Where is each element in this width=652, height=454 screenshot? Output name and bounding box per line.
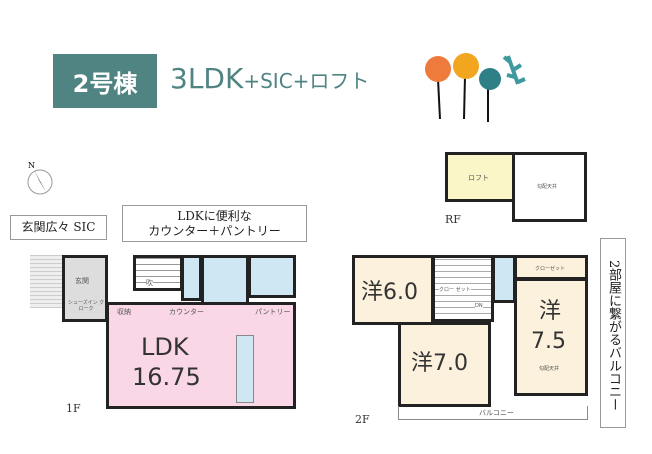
bathroom [248, 255, 296, 298]
closet-label: クローゼット [535, 266, 566, 272]
callout-sic: 玄関広々 SIC [10, 215, 107, 240]
room2-label-b: 7.5 [531, 329, 566, 354]
balcony-label: バルコニー [479, 409, 514, 417]
callout-ldk-line2: カウンター＋パントリー [148, 224, 281, 238]
floor-rf-label: RF [445, 213, 461, 226]
room-western-7-5: 洋 7.5 勾配天井 [514, 278, 588, 396]
room-loft: ロフト [445, 152, 515, 202]
sloped-ceiling-rf: 勾配天井 [512, 152, 587, 222]
flowers-illustration [425, 53, 526, 122]
loft-label: ロフト [468, 174, 489, 182]
small-closet-label: クロー ゼット [439, 286, 471, 293]
floor-2f-label: 2F [355, 413, 370, 426]
room1-label: 洋6.0 [361, 280, 418, 305]
compass-north: N [28, 161, 35, 170]
ldk-size: 16.75 [132, 363, 201, 391]
toilet-2f [492, 255, 516, 303]
layout-extra: +SIC+ロフト [243, 69, 370, 93]
stairs-1f: 吹 [133, 255, 183, 291]
entrance-label: 玄関 [75, 277, 89, 285]
building-number: 2号棟 [72, 69, 138, 98]
room3-label: 洋7.0 [411, 351, 468, 376]
balcony: バルコニー [398, 406, 588, 420]
callout-ldk: LDKに便利なカウンター＋パントリー [122, 205, 307, 242]
fukinuke-label: 吹 [146, 278, 153, 288]
floor-1f-label: 1F [66, 402, 81, 415]
room-western-6: 洋6.0 [352, 255, 434, 325]
layout-title: 3LDK+SIC+ロフト [170, 62, 369, 95]
toilet-1f [181, 255, 202, 301]
stairs-2f: クロー ゼット DN [432, 255, 494, 322]
building-badge: 2号棟 [53, 54, 157, 108]
compass-icon: N [27, 161, 53, 195]
room-ldk: 収納 カウンター パントリー LDK 16.75 [106, 302, 296, 409]
room2-label-a: 洋 [539, 299, 562, 324]
callout-balcony: 2部屋に繋がるバルコニー [600, 238, 626, 428]
room-entrance: 玄関シューズイン クローク [62, 255, 108, 322]
stairs-down-label: DN [475, 303, 483, 309]
shoe-closet-label: シューズイン クローク [67, 300, 105, 312]
callout-ldk-line1: LDKに便利な [177, 209, 252, 223]
entrance-porch [30, 255, 62, 308]
closet-2f: クローゼット [514, 255, 588, 280]
layout-main: 3LDK [170, 62, 244, 95]
storage-label: 収納 [117, 308, 131, 316]
rf-sloped-label: 勾配天井 [537, 184, 558, 190]
pantry-label: パントリー [255, 308, 291, 316]
2f-sloped-label: 勾配天井 [539, 366, 560, 372]
ldk-name: LDK [141, 333, 189, 361]
room-western-7: 洋7.0 [398, 322, 491, 407]
kitchen-counter [236, 335, 254, 403]
counter-label: カウンター [169, 308, 204, 316]
